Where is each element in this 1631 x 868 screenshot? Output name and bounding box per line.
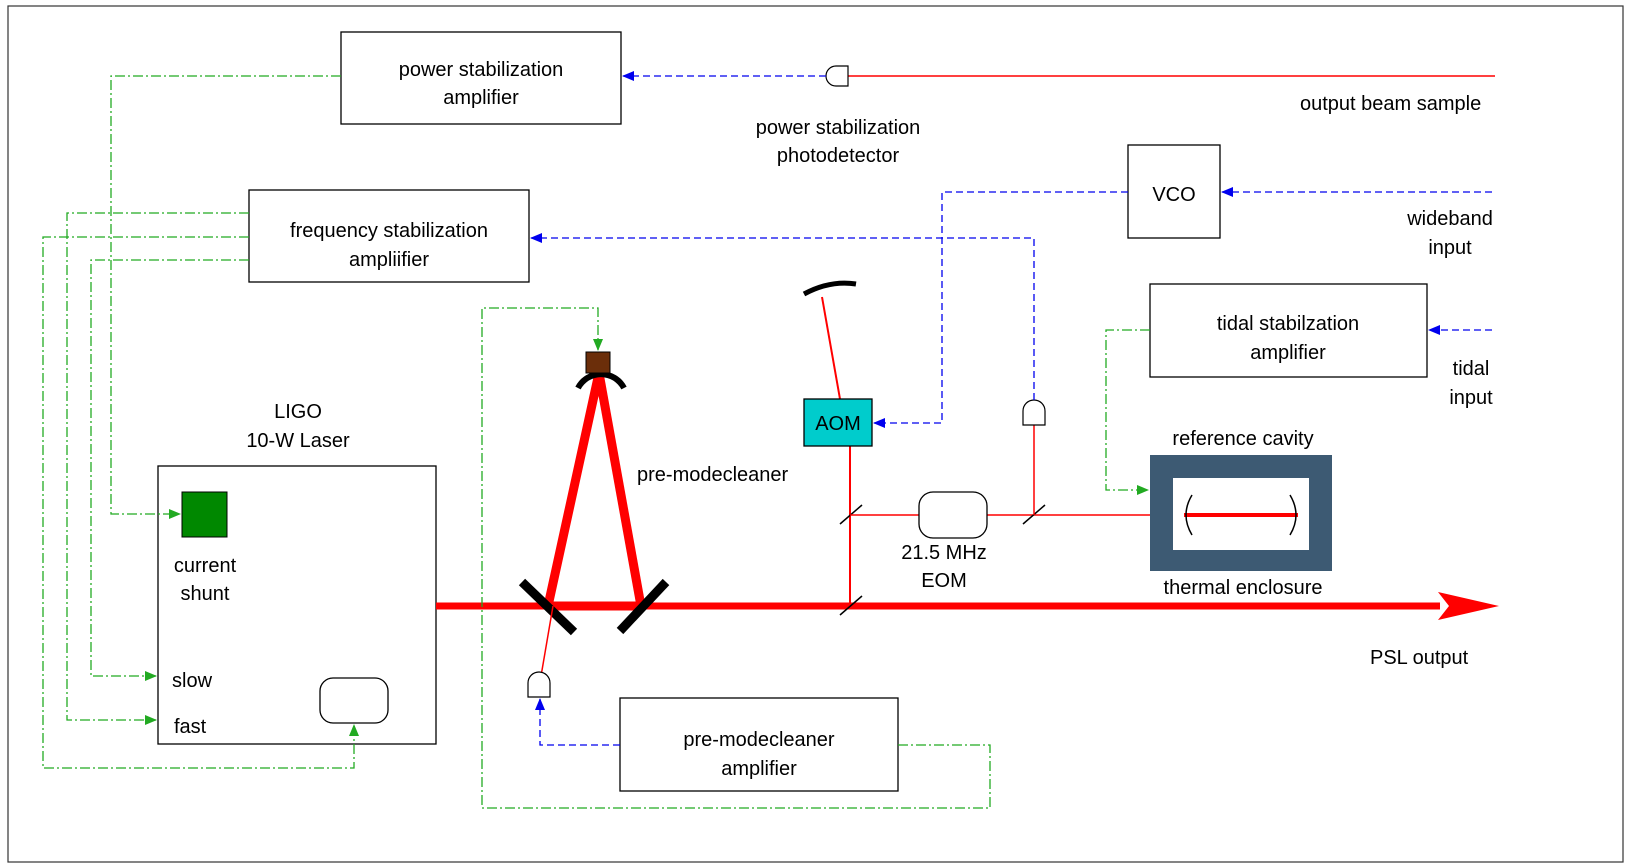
pmc-amp-label-2: amplifier <box>721 758 797 780</box>
pre-modecleaner-label: pre-modecleaner <box>637 464 789 486</box>
pmc-amp-label-1: pre-modecleaner <box>683 729 835 751</box>
eom-label-2: EOM <box>921 570 967 592</box>
pmc-curved-mirror <box>575 371 627 390</box>
tidal-amp-label-2: amplifier <box>1250 342 1326 364</box>
tidal-amp-to-cavity <box>1105 329 1150 495</box>
detector-signal-lines <box>530 71 1492 746</box>
pmc-amp-to-pzt <box>481 307 991 809</box>
diagram-frame <box>7 5 1624 863</box>
freq-amp-label-1: frequency stabilization <box>290 220 488 242</box>
pmc-pzt <box>585 351 611 374</box>
eom-label-1: 21.5 MHz <box>901 542 987 564</box>
current-shunt-square <box>181 491 228 538</box>
reflection-pd-to-freq-amp-signal <box>530 233 1035 400</box>
slow-input-label: slow <box>172 670 213 692</box>
reflection-photodetector <box>1022 399 1046 426</box>
wideband-input-label-2: input <box>1428 237 1472 259</box>
pmc-mirror-left <box>518 578 578 636</box>
tidal-input-label-2: input <box>1449 387 1493 409</box>
output-beam-sample-label: output beam sample <box>1300 93 1481 115</box>
vco-to-aom-signal <box>873 191 1128 428</box>
vco-label: VCO <box>1152 184 1195 206</box>
cavity-mirror-right <box>1289 494 1297 536</box>
tidal-input-label-1: tidal <box>1453 358 1490 380</box>
pmc-beam-right <box>594 372 646 607</box>
pickoff-mirror-lower <box>839 595 863 616</box>
freq-amp-to-slow <box>90 259 249 681</box>
current-shunt-label-2: shunt <box>181 583 230 605</box>
frequency-stabilization-amplifier-box <box>248 189 530 283</box>
vco-box <box>1127 144 1221 239</box>
power-photodetector-label-2: photodetector <box>777 145 900 167</box>
tidal-amp-label-1: tidal stabilzation <box>1217 313 1359 335</box>
freq-amp-to-fast <box>66 212 249 725</box>
control-signal-lines <box>42 75 1150 809</box>
freq-amp-label-2: ampliifier <box>349 249 429 271</box>
thermal-enclosure-label: thermal enclosure <box>1164 577 1323 599</box>
psl-output-arrowhead <box>1438 592 1499 620</box>
aom-return-mirror <box>802 280 857 297</box>
aom-label: AOM <box>815 413 861 435</box>
pmc-leak-beam <box>539 605 554 683</box>
cavity-mirror-left <box>1185 494 1193 536</box>
freq-amp-to-fast-actuator <box>42 236 359 769</box>
reference-cavity-label: reference cavity <box>1172 428 1313 450</box>
power-amp-label-1: power stabilization <box>399 59 564 81</box>
power-stabilization-amplifier-box <box>340 31 622 125</box>
power-photodetector <box>825 65 849 87</box>
pmc-beam-left <box>543 372 604 607</box>
power-amp-label-2: amplifier <box>443 87 519 109</box>
power-photodetector-label-1: power stabilization <box>756 117 921 139</box>
laser-label-2: 10-W Laser <box>246 430 350 452</box>
eom-box <box>918 491 988 539</box>
laser-fast-actuator <box>319 677 389 724</box>
current-shunt-label-1: current <box>174 555 237 577</box>
aom-box <box>803 398 873 447</box>
fast-input-label: fast <box>174 716 207 738</box>
laser-label-1: LIGO <box>274 401 322 423</box>
pmc-photodetector <box>527 671 551 698</box>
wideband-input-label-1: wideband <box>1406 208 1493 230</box>
power-amp-to-current-shunt <box>110 75 341 519</box>
aom-output-beam <box>821 296 841 400</box>
pmc-mirror-right <box>616 578 670 635</box>
psl-output-label: PSL output <box>1370 647 1469 669</box>
pmc-pd-to-amp-signal <box>535 698 620 746</box>
